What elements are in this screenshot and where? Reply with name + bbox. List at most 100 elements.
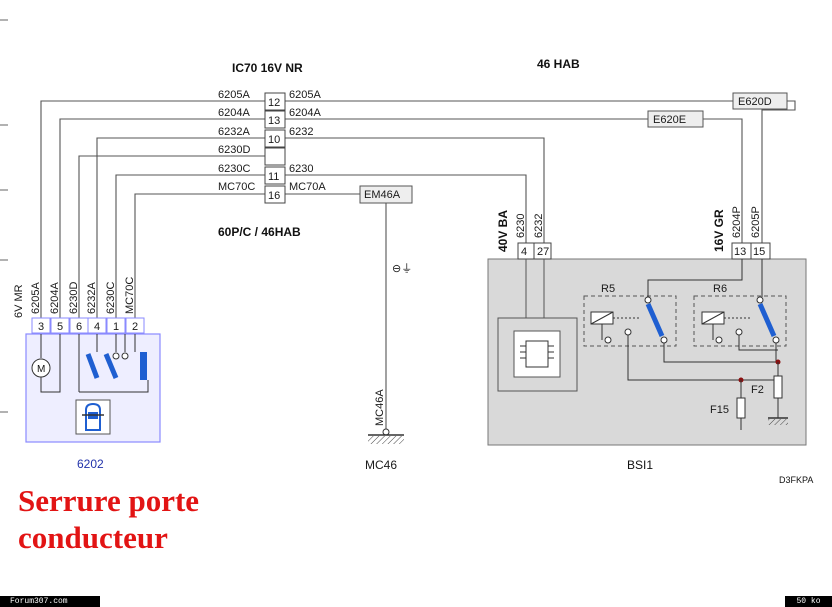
relay-r6-label: R6 [713,283,727,295]
ground-mc46: ⊖⏚ MC46A MC46 [365,262,412,472]
chip-icon [513,330,561,378]
conn-right-wire-1: 6205A [289,89,321,101]
wire-6230c [115,174,265,318]
ground-symbol: ⊖⏚ [392,262,412,275]
connector-pin-number: 13 [268,115,280,127]
wire-6230d [78,155,265,318]
bsi-right-wire-2: 6205P [750,206,762,238]
conn-right-wire-5: 6230 [289,163,313,175]
conn-left-wire-2: 6204A [218,107,250,119]
bsi-pin-number: 4 [521,246,527,258]
lock-pin-number: 5 [57,321,63,333]
doc-reference: D3FKPA [779,475,813,485]
lock-pin-number: 6 [76,321,82,333]
conn-right-wire-6: MC70A [289,181,326,193]
connector-pin-number: 10 [268,134,280,146]
wire-6230-right [285,174,527,244]
conn-left-wire-5: 6230C [218,163,250,175]
splice-e620e: E620E [647,110,704,128]
bsi-pin-box [750,242,771,260]
bsi-left-wire-1: 6230 [515,214,527,238]
svg-text:M: M [37,364,45,375]
connector-pin-box [264,110,286,129]
connector-title: IC70 16V NR [232,61,303,75]
connector-ic70: 12 13 10 11 16 6205A 6204A 6232A 6230D 6230C… [218,89,326,204]
conn-left-wire-6: MC70C [218,181,255,193]
motor-icon: M [31,334,61,393]
lock-wire-label-5: 6230C [105,282,117,314]
connector-pin-boxes: 12 13 10 11 16 [264,92,286,204]
wires [40,100,796,430]
conn-left-wire-1: 6205A [218,89,250,101]
harness-subtitle: 60P/C / 46HAB [218,225,301,239]
connector-pin-box [264,129,286,148]
wire-6204p [703,118,743,244]
footer-site-label: Forum307.com [0,596,100,607]
relay-r6: R6 [693,283,787,347]
conn-right-wire-3: 6232 [289,126,313,138]
lock-component-6202: 6V MR 6205A 6204A 6230D 6232A 6230C MC70… [13,277,161,471]
bsi-pin-number: 27 [537,246,549,258]
bsi-name: BSI1 [627,458,653,472]
lock-wire-label-3: 6230D [68,282,80,314]
relay-r5: R5 [583,283,677,347]
lock-wire-label-2: 6204A [49,282,61,314]
bsi-right-header: 16V GR [712,209,726,252]
wire-6205a [40,100,265,318]
connector-pin-box [264,166,286,185]
lock-pin-number: 2 [132,321,138,333]
page-caption: Serrure porte conducteur [18,482,199,556]
fuse-f2-label: F2 [751,384,764,396]
ground-wire-label: MC46A [374,389,386,426]
bsi-pin-number: 13 [734,246,746,258]
lock-component-name: 6202 [77,457,104,471]
lock-pin-box [106,317,126,334]
caption-line-2: conducteur [18,520,168,555]
conn-left-wire-4: 6230D [218,144,250,156]
connector-pin-number: 11 [268,171,279,183]
splice-em46a-label: EM46A [364,189,401,201]
wire-6232a [96,137,265,318]
wire-6205p [761,100,796,244]
page-edge-ticks [0,19,8,413]
connector-pin-number: 12 [268,97,280,109]
splice-e620d: E620D [732,92,788,110]
footer-size-label: 50 ko [785,596,832,607]
fuse-f15-label: F15 [710,404,729,416]
bsi-left-wire-2: 6232 [533,214,545,238]
connector-pin-number: 16 [268,190,280,202]
bsi-module: 40V BA 6230 6232 16V GR 6204P 6205P 4 27 1… [487,206,807,472]
lock-pin-number: 1 [113,321,119,333]
wire-mc70c [134,193,265,318]
conn-right-wire-2: 6204A [289,107,321,119]
ground-name: MC46 [365,458,397,472]
lock-wire-label-6: MC70C [124,277,136,314]
lock-header: 6V MR [13,284,25,318]
lock-wire-label-1: 6205A [30,282,42,314]
lock-pin-number: 4 [94,321,100,333]
bsi-left-header: 40V BA [496,210,510,252]
lock-pin-box [50,317,70,334]
conn-left-wire-3: 6232A [218,126,250,138]
wire-6204a [59,118,265,318]
bsi-right-wire-1: 6204P [731,206,743,238]
lock-pin-number: 3 [38,321,44,333]
connector-pin-box [264,92,286,111]
bsi-pin-box [533,242,552,260]
lock-pin-box [125,317,145,334]
splice-e620e-label: E620E [653,114,686,126]
lock-pin-box [31,317,51,334]
lock-switch-icon [78,334,149,393]
fuse-f15: F15 [710,397,746,430]
bsi-pin-number: 15 [753,246,765,258]
bsi-pin-boxes: 4 27 13 15 [517,242,771,260]
caption-line-1: Serrure porte [18,483,200,518]
wire-6232-right [285,137,545,244]
splice-e620d-label: E620D [738,96,772,108]
connector-pin-box [264,185,286,204]
connector-pin-box [264,147,286,166]
fuse-f2: F2 [751,375,788,425]
relay-r5-label: R5 [601,283,615,295]
